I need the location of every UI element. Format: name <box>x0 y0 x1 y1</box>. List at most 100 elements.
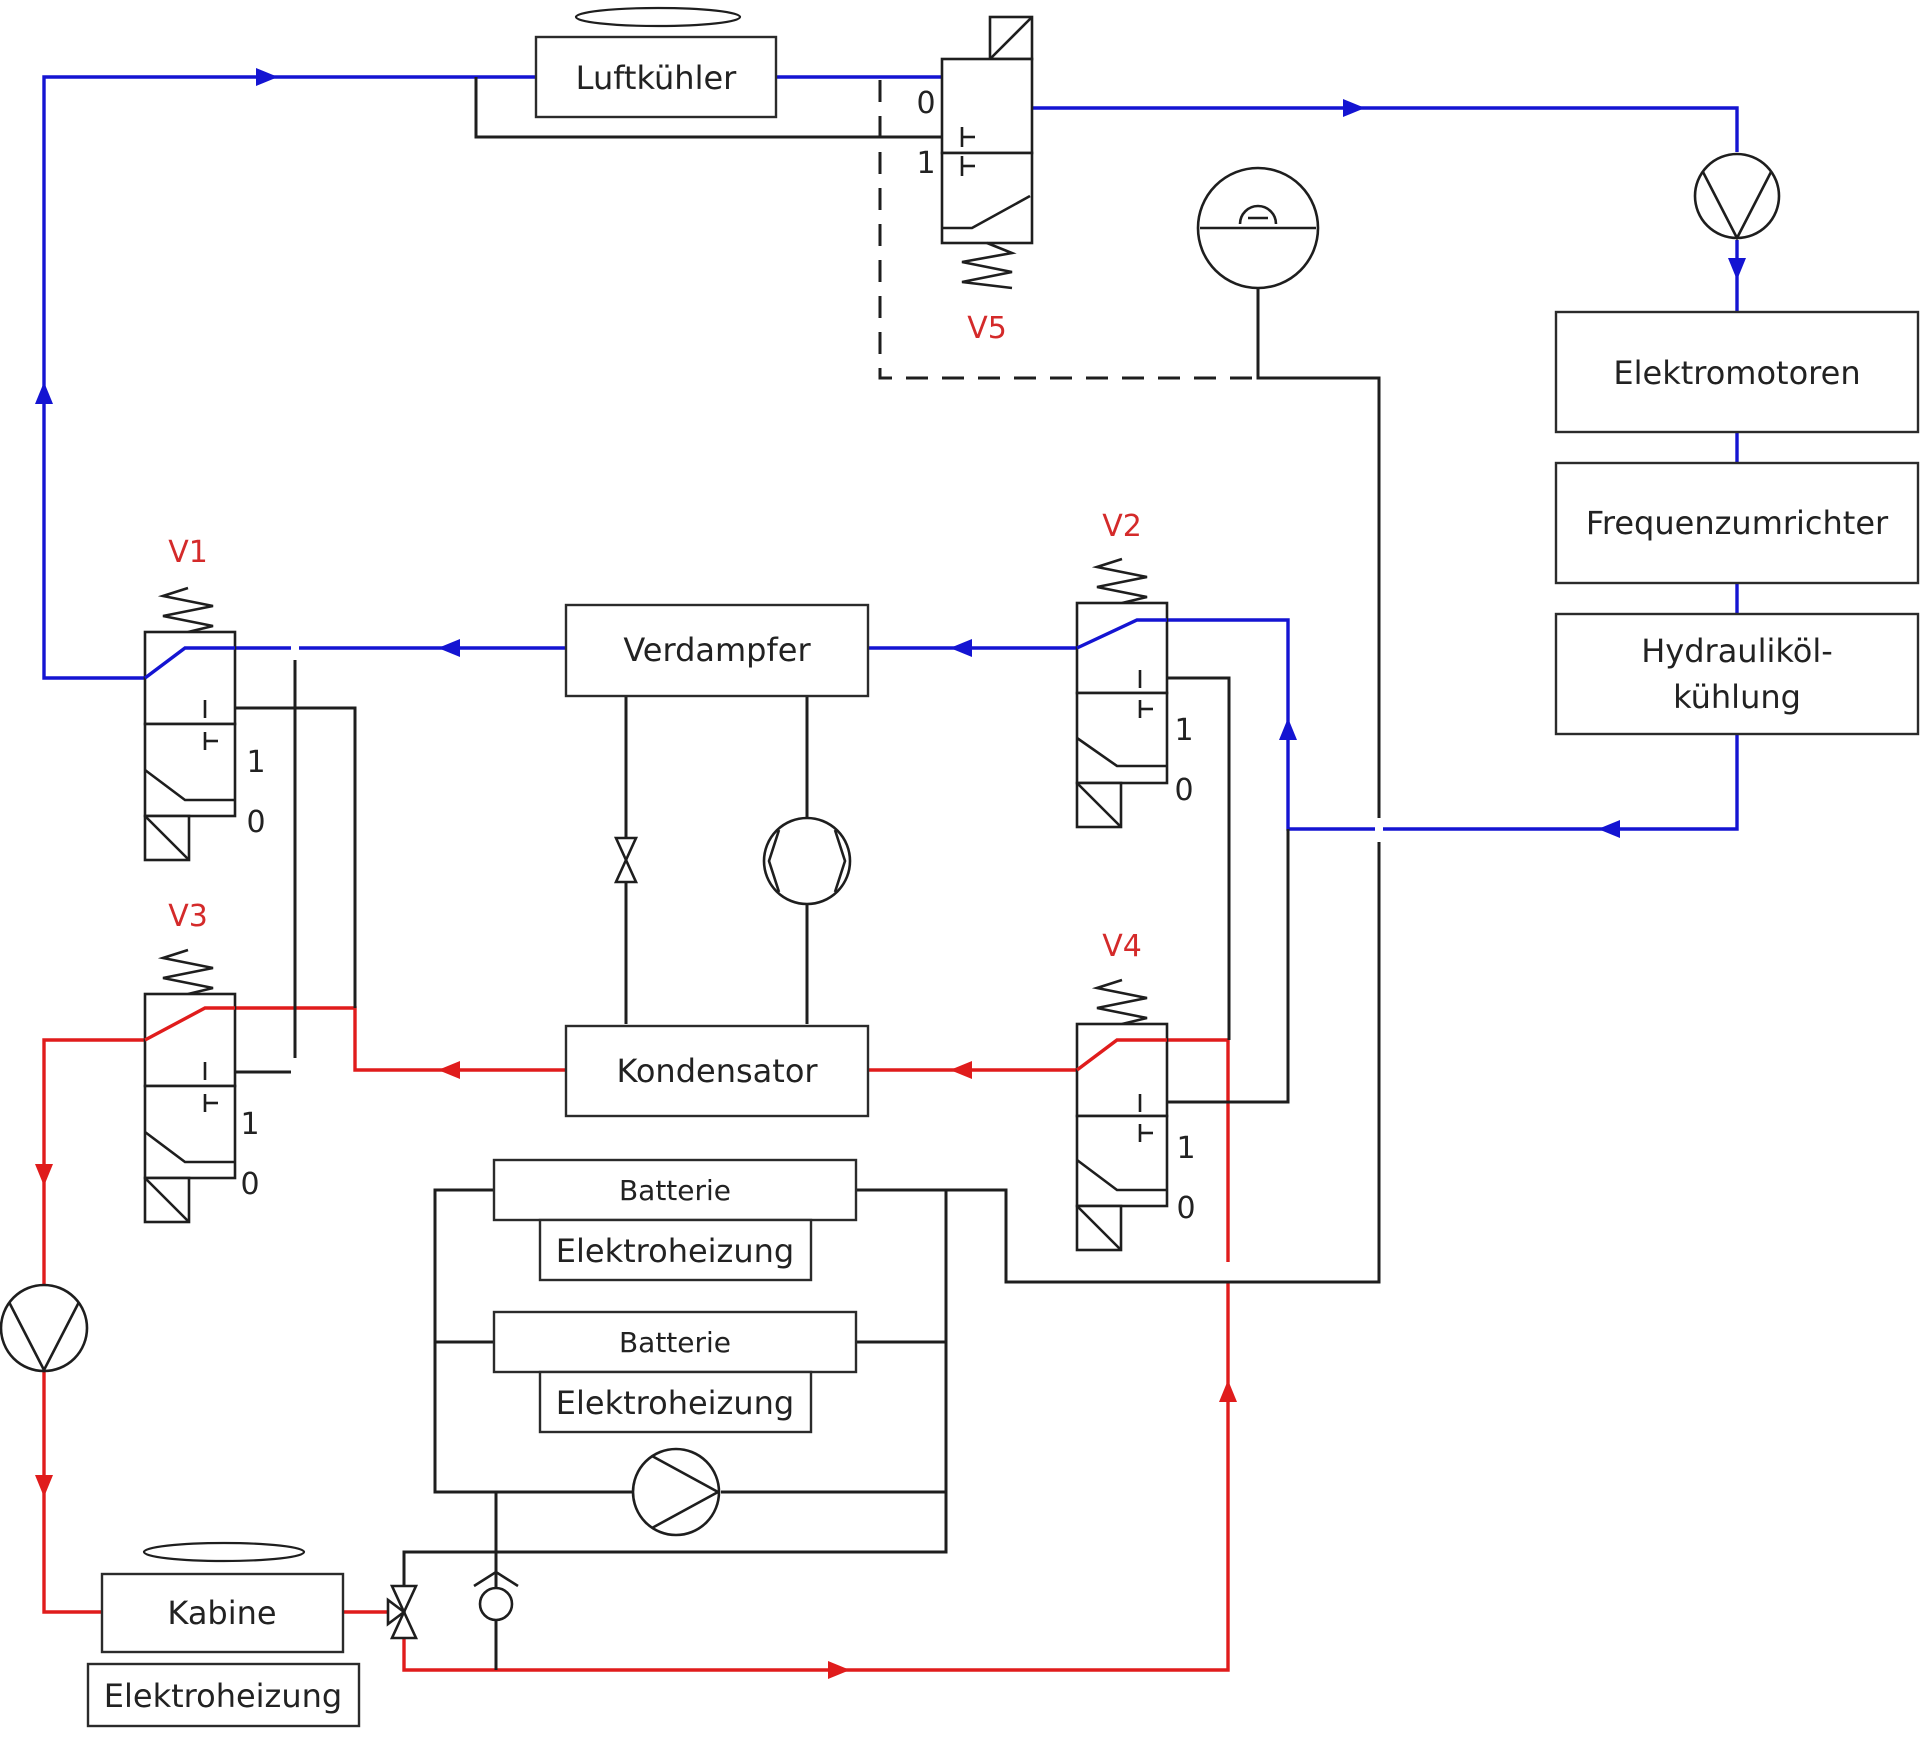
kondensator-box <box>564 1024 870 1118</box>
frequenzumrichter-box <box>1554 461 1920 585</box>
sensor-control-line <box>857 288 1381 1284</box>
v4-label: V4 <box>1102 929 1142 964</box>
v3-solenoid-diag <box>144 1177 190 1223</box>
hot-loop <box>42 1006 1230 1672</box>
spring-icon <box>157 586 214 634</box>
hydraulikoel-label-line2: kühlung <box>1673 678 1801 716</box>
v4-port-line <box>1160 829 1290 1104</box>
elektromotoren-box <box>1554 310 1920 434</box>
v4-switch-path <box>1076 1158 1167 1192</box>
hot-line-pump-to-kabine <box>42 1371 102 1614</box>
flow-arrow <box>1279 718 1297 740</box>
v3-pos-1: 1 <box>240 1107 259 1142</box>
compressor-triangle <box>767 829 781 893</box>
expansion-valve <box>613 836 639 884</box>
v4-body-lower <box>1075 1114 1169 1208</box>
kabine-label: Kabine <box>167 1594 276 1632</box>
bypass-luftkuehler <box>474 77 962 139</box>
valve-v3: V3 1 0 <box>143 899 260 1224</box>
fan-icon <box>142 1541 306 1563</box>
v2-active-path <box>1076 618 1167 650</box>
pump-icon <box>631 1447 721 1537</box>
sensor-gauge-arc <box>1238 204 1278 225</box>
flow-arrow <box>828 1661 850 1679</box>
kabine-heizung-label: Elektroheizung <box>104 1677 342 1715</box>
kondensator-unit: Kondensator <box>564 1024 870 1118</box>
v2-pos-1: 1 <box>1174 713 1193 748</box>
flow-arrow <box>1219 1380 1237 1402</box>
luftkuehler-label: Luftkühler <box>576 59 737 97</box>
flow-arrow <box>1343 99 1365 117</box>
v4-pos-0: 0 <box>1176 1191 1195 1226</box>
coolant-pump-top-right <box>1693 152 1781 241</box>
mixing-valve-icon <box>386 1597 407 1627</box>
v1-body-lower <box>143 722 237 818</box>
frequenzumrichter-unit: Frequenzumrichter <box>1554 461 1920 585</box>
flow-arrow <box>1728 258 1746 280</box>
cold-loop <box>42 75 1739 831</box>
mixing-valve <box>386 1584 419 1640</box>
spring-icon <box>1091 557 1148 605</box>
verdampfer-label: Verdampfer <box>623 631 811 669</box>
hot-flow-arrows <box>35 1061 1237 1679</box>
v2-label: V2 <box>1102 509 1142 544</box>
valve-v5: 0 1 V5 <box>916 15 1034 346</box>
coolant-pump-left <box>0 1283 89 1373</box>
v5-label: V5 <box>967 311 1007 346</box>
v3-switch-path <box>144 1130 235 1164</box>
hydraulikoel-box <box>1554 612 1920 736</box>
v5-solenoid-diag <box>989 16 1033 60</box>
v1-body-upper <box>143 630 237 726</box>
v4-pos-1: 1 <box>1176 1131 1195 1166</box>
compressor-icon <box>762 816 852 906</box>
fan-icon <box>574 6 742 28</box>
flow-arrow <box>438 639 460 657</box>
pump-triangle <box>7 1301 81 1373</box>
valve-v1: V1 1 0 <box>143 535 266 862</box>
v3-body-lower <box>143 1084 237 1180</box>
compressor-triangle <box>833 829 847 893</box>
hydraulikoel-unit: Hydrauliköl- kühlung <box>1554 612 1920 736</box>
flow-arrow <box>950 1061 972 1079</box>
check-valve-icon <box>478 1586 514 1622</box>
battery-pump <box>631 1447 721 1537</box>
spring-icon <box>157 948 214 996</box>
v1-solenoid-diag <box>144 815 190 861</box>
v1-active-path <box>143 646 235 680</box>
v5-switch-path <box>942 194 1031 230</box>
cold-line-v5-to-pump <box>1030 106 1739 152</box>
crossing-gaps <box>291 637 1383 1082</box>
spring-icon <box>961 241 1017 290</box>
v4-active-path <box>1075 1038 1167 1072</box>
v1-pos-0: 0 <box>246 805 265 840</box>
flow-arrow <box>35 1475 53 1497</box>
v2-pos-0: 0 <box>1174 773 1193 808</box>
v4-body-upper <box>1075 1022 1169 1118</box>
spring-icon <box>1091 978 1148 1026</box>
valve-v2: V2 1 0 <box>1075 509 1194 829</box>
flow-arrow <box>35 382 53 404</box>
batterie-box-2 <box>492 1310 858 1374</box>
mixing-valve-icon <box>389 1584 419 1616</box>
cold-line-left-riser <box>42 75 540 680</box>
elektroheizung-label-1: Elektroheizung <box>556 1232 794 1270</box>
v2-body-upper <box>1075 601 1169 695</box>
flow-arrow <box>1598 820 1620 838</box>
hot-line-mixer-return <box>402 1262 1230 1672</box>
temperature-sensor <box>1196 166 1320 290</box>
v1-pos-1: 1 <box>246 745 265 780</box>
flow-arrow <box>438 1061 460 1079</box>
elektroheizung-box-1 <box>538 1218 813 1282</box>
check-valve <box>473 1570 519 1622</box>
kabine-unit: Kabine Elektroheizung <box>86 1541 361 1728</box>
check-valve-seat <box>473 1570 519 1588</box>
expansion-valve-icon <box>613 836 639 864</box>
v5-pos-0: 0 <box>916 86 935 121</box>
v2-port-line <box>1160 676 1231 1040</box>
flow-arrow <box>950 639 972 657</box>
batterie-label-2: Batterie <box>619 1326 731 1359</box>
v2-switch-path <box>1076 736 1167 768</box>
kabine-heizung-box <box>86 1662 361 1728</box>
v5-pos-1: 1 <box>916 146 935 181</box>
v1-label: V1 <box>168 535 208 570</box>
